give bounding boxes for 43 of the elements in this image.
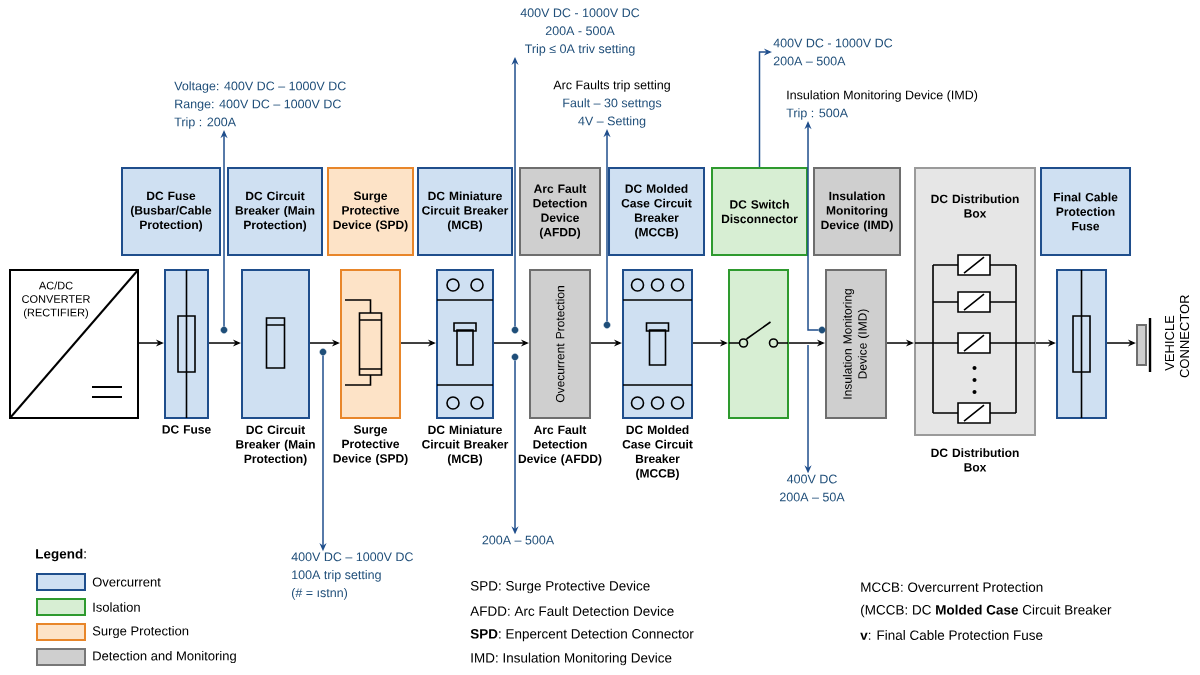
note-text: (MCCB: DC Molded Case Circuit Breaker [861, 604, 1112, 618]
annotation-text: Voltage: 400V DC – 1000V DC Range: 400V DC – 1000V DC Trip : 200A [174, 81, 346, 129]
annotation-text: 400V DC – 1000V DC 100A trip setting (# = ıstnn) [291, 552, 413, 600]
legend-label: Overcurrent [92, 577, 161, 587]
device-box: Ovecurrent Protection [529, 269, 591, 419]
note-text: SPD: Surge Protective Device [470, 580, 650, 594]
legend-title: Legend: [36, 548, 86, 562]
note-text: IMD: Insulation Monitoring Device [471, 652, 672, 666]
device-label: DC Distribution Box [931, 448, 1019, 472]
annotation-text: 200A – 500A [482, 535, 555, 545]
header-box: DC Switch Disconnector [711, 167, 808, 256]
header-box: Surge Protective Device (SPD) [327, 167, 414, 256]
header-box: DC Fuse (Busbar/Cable Protection) [121, 167, 221, 256]
header-box: DC Circuit Breaker (Main Protection) [227, 167, 323, 256]
device-box [728, 269, 789, 419]
device-label: Arc Fault Detection Device (AFDD) [518, 425, 602, 466]
legend-label: Detection and Monitoring [93, 650, 236, 664]
converter-box: AC/DC CONVERTER (RECTIFIER) [9, 269, 139, 419]
annotation-text: Arc Faults trip setting Fault – 30 settngs 4V – Setting [553, 80, 670, 128]
device-label: Surge Protective Device (SPD) [333, 425, 408, 466]
device-box: Insulation Monitoring Device (IMD) [825, 269, 887, 419]
device-label: DC Fuse [162, 425, 211, 434]
annotation-text: 400V DC - 1000V DC 200A – 500A [773, 38, 893, 66]
header-box: Insulation Monitoring Device (IMD) [813, 167, 901, 256]
note-text: SPD: Enpercent Detection Connector [470, 628, 694, 642]
annotation-text: 400V DC 200A – 50A [779, 474, 845, 502]
distribution-box: DC Distribution Box [914, 167, 1036, 436]
device-label: DC Circuit Breaker (Main Protection) [236, 425, 315, 466]
header-box: Arc Fault Detection Device (AFDD) [519, 167, 601, 256]
legend-label: Isolation [93, 602, 140, 612]
header-box: DC Miniature Circuit Breaker (MCB) [417, 167, 513, 256]
annotation-text: 400V DC - 1000V DC 200A - 500A Trip ≤ 0A triv setting [520, 8, 640, 56]
header-box: DC Molded Case Circuit Breaker (MCCB) [608, 167, 705, 256]
legend-label: Surge Protection [92, 625, 189, 639]
device-label: DC Miniature Circuit Breaker (MCB) [422, 425, 509, 466]
note-text: AFDD: Arc Fault Detection Device [470, 606, 674, 616]
device-box [1056, 269, 1107, 419]
header-box: Final Cable Protection Fuse [1040, 167, 1131, 256]
device-label: VEHICLE CONNECTOR [1164, 295, 1190, 378]
note-text: v: Final Cable Protection Fuse [860, 630, 1043, 640]
note-text: MCCB: Overcurrent Protection [861, 582, 1043, 592]
device-label: DC Molded Case Circuit Breaker (MCCB) [622, 425, 693, 480]
annotation-text: Insulation Monitoring Device (IMD) Trip : 500A [786, 90, 978, 120]
